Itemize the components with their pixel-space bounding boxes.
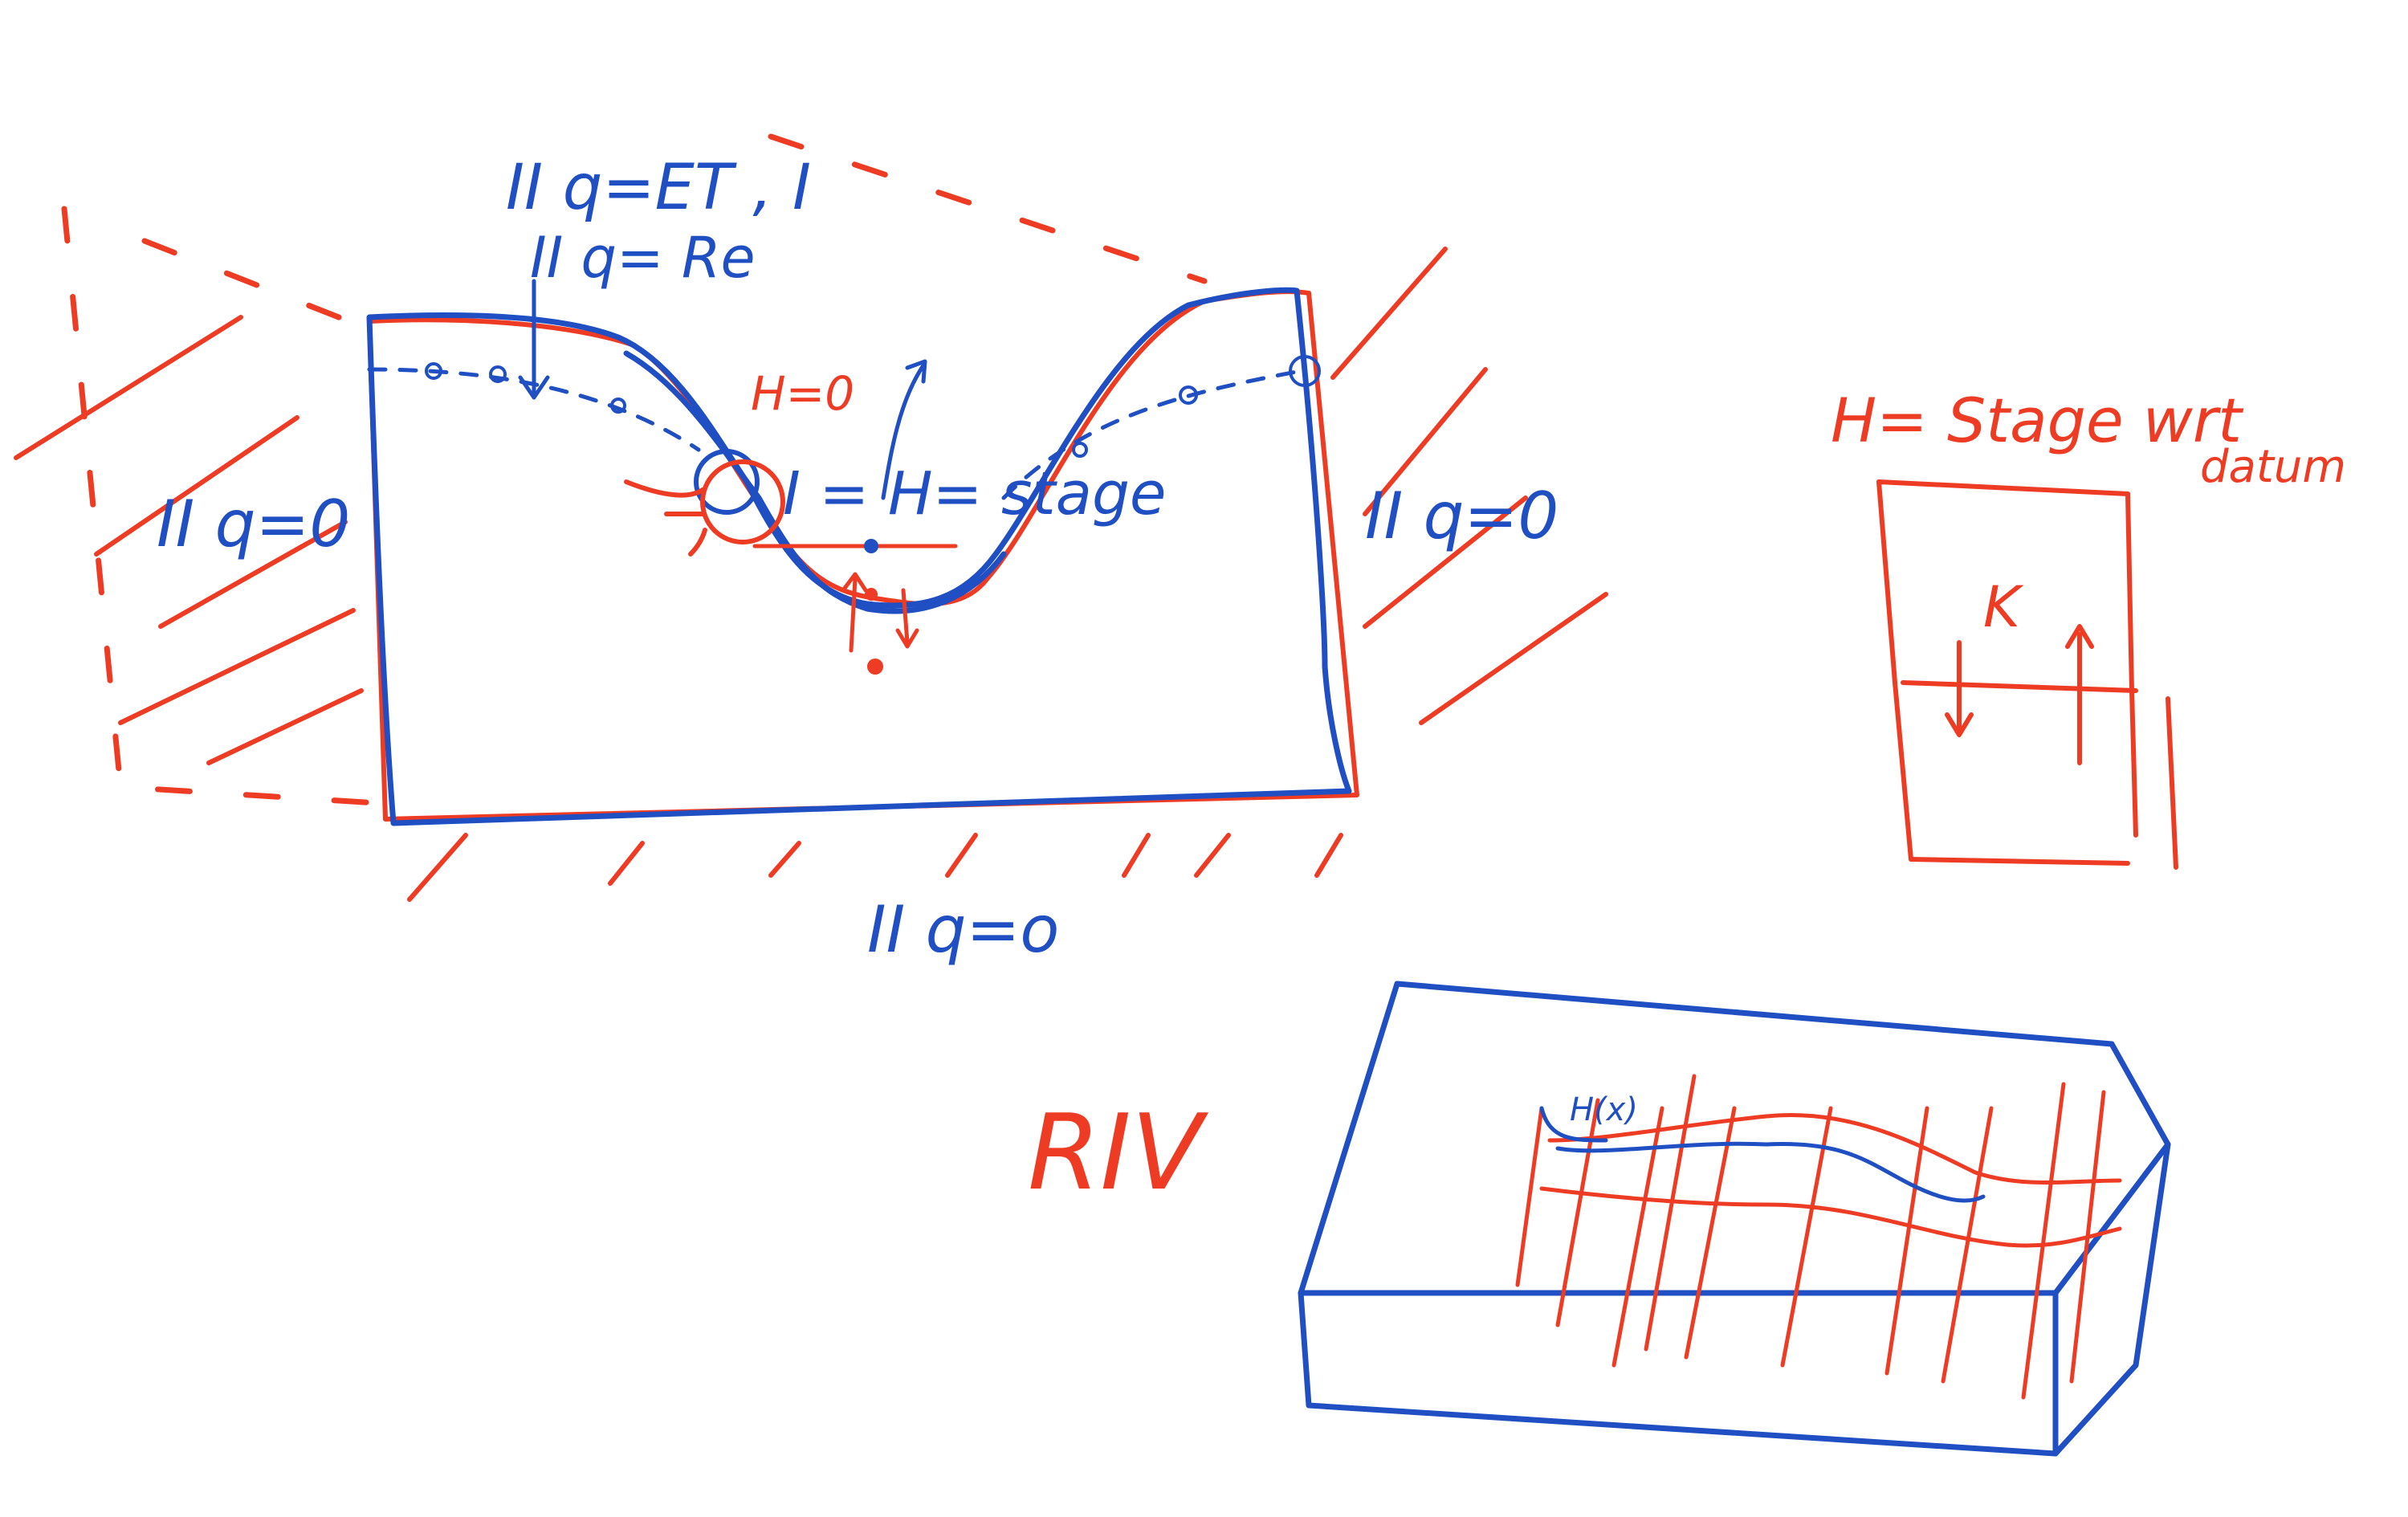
river-stage: [752, 539, 958, 675]
water-table: [367, 367, 1303, 500]
water-table-nodes: [425, 355, 1321, 458]
k-label: K: [1983, 574, 2024, 640]
left-bc-label: II q=0: [157, 487, 350, 561]
stage-def-line-2: datum: [2200, 441, 2346, 493]
boundary-hatching: [14, 247, 1608, 902]
stage-label: I = H= stage: [783, 459, 1166, 528]
bottom-bc-label: II q=o: [867, 892, 1059, 967]
stage-def-line-1: H= Stage wrt: [1831, 385, 2244, 456]
h-zero-label: H=0: [751, 366, 854, 421]
riv-block: H(x): [1298, 981, 2171, 1457]
label-arrows: [518, 279, 927, 500]
riv-h-label: H(x): [1570, 1091, 1638, 1128]
outer-dashed-outline: [61, 133, 1208, 806]
blue-domain-outline: [366, 287, 1352, 826]
right-bc-label: II q=0: [1365, 479, 1558, 553]
bc-label-top-1: II q=ET , I: [506, 152, 811, 224]
top-labels: II q=ET , I II q= Re H=0 I = H= stage: [506, 152, 1166, 528]
red-domain-outline: [367, 289, 1359, 822]
boundary-labels: II q=0 II q=0 II q=o: [157, 479, 1558, 967]
stage-datum-sketch: H= Stage wrt datum K: [1831, 385, 2346, 870]
seepage-circles: [624, 449, 785, 557]
bc-label-top-2: II q= Re: [530, 225, 756, 291]
riv-label: RIV: [1028, 1091, 1209, 1213]
